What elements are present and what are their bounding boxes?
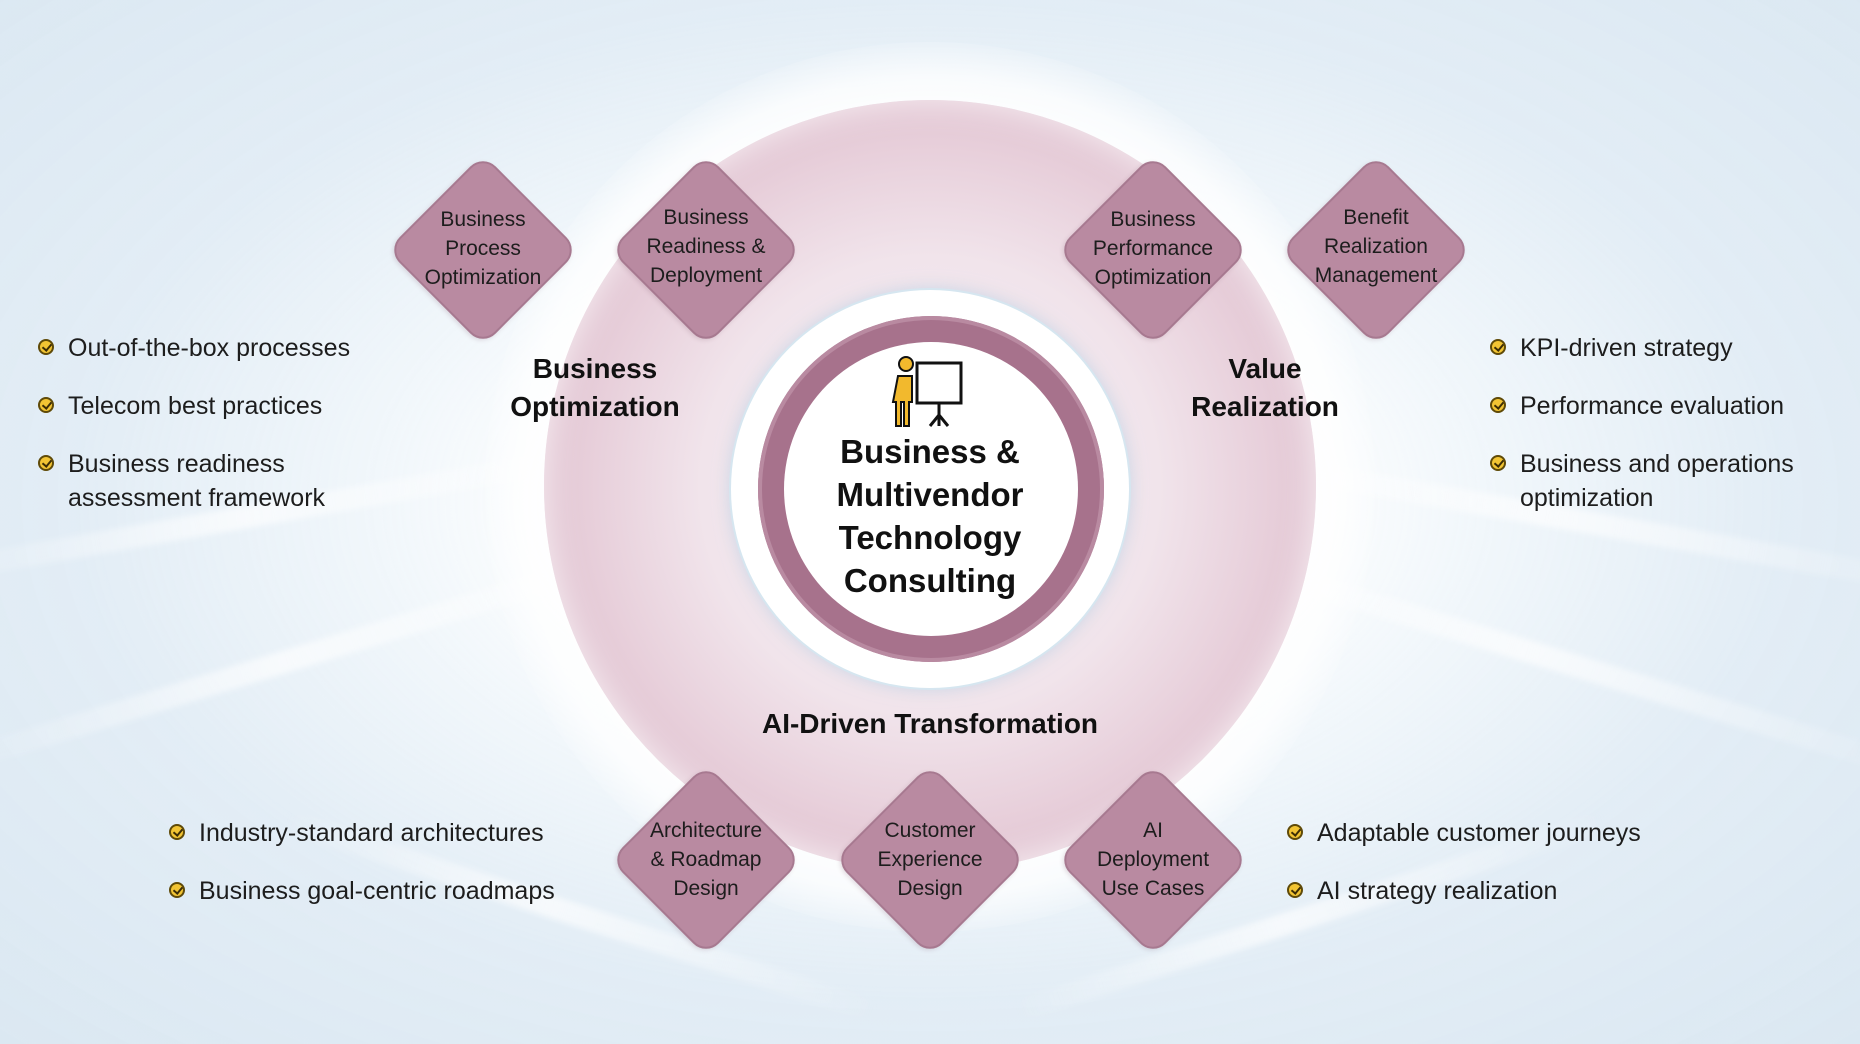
list-item: Performance evaluation xyxy=(1490,389,1840,423)
list-item: Business and operations optimization xyxy=(1490,447,1840,515)
list-item: Business readiness assessment framework xyxy=(38,447,428,515)
value-realization-bullets: KPI-driven strategy Performance evaluati… xyxy=(1490,331,1840,539)
benefit-realization-label: Benefit Realization Management xyxy=(1314,206,1438,287)
architecture-bullets: Industry-standard architectures Business… xyxy=(169,816,599,932)
center-disc xyxy=(784,342,1078,636)
check-circle-icon xyxy=(38,455,54,471)
check-circle-icon xyxy=(38,339,54,355)
list-item: Business goal-centric roadmaps xyxy=(169,874,599,908)
check-circle-icon xyxy=(169,824,185,840)
center-title: Business & Multivendor Technology Consul… xyxy=(836,433,1024,599)
list-item-text: KPI-driven strategy xyxy=(1520,334,1733,362)
business-performance-label: Business Performance Optimization xyxy=(1092,208,1214,289)
ai-deployment-label: AI Deployment Use Cases xyxy=(1096,819,1210,900)
business-optimization-bullets: Out-of-the-box processes Telecom best pr… xyxy=(38,331,428,539)
check-circle-icon xyxy=(1287,882,1303,898)
check-circle-icon xyxy=(1490,455,1506,471)
list-item-text: Performance evaluation xyxy=(1520,392,1785,420)
business-optimization-label: Business Optimization xyxy=(510,353,680,422)
check-circle-icon xyxy=(38,397,54,413)
list-item: Industry-standard architectures xyxy=(169,816,599,850)
customer-experience-label: Customer Experience Design xyxy=(877,819,983,900)
business-process-label: Business Process Optimization xyxy=(424,208,542,289)
ai-driven-transformation-label: AI-Driven Transformation xyxy=(761,708,1099,739)
list-item-text: Telecom best practices xyxy=(68,392,323,420)
architecture-roadmap-label: Architecture & Roadmap Design xyxy=(649,819,763,900)
business-readiness-label: Business Readiness & Deployment xyxy=(646,206,766,287)
list-item-text: Adaptable customer journeys xyxy=(1317,819,1641,847)
check-circle-icon xyxy=(1490,339,1506,355)
list-item-text: Business readiness assessment framework xyxy=(68,450,326,512)
value-realization-label: Value Realization xyxy=(1191,353,1339,422)
list-item-text: Industry-standard architectures xyxy=(199,819,544,847)
list-item-text: AI strategy realization xyxy=(1317,877,1558,905)
list-item-text: Out-of-the-box processes xyxy=(68,334,351,362)
check-circle-icon xyxy=(1490,397,1506,413)
check-circle-icon xyxy=(169,882,185,898)
presentation-icon xyxy=(890,356,970,432)
list-item: Adaptable customer journeys xyxy=(1287,816,1717,850)
list-item: Telecom best practices xyxy=(38,389,428,423)
list-item: Out-of-the-box processes xyxy=(38,331,428,365)
check-circle-icon xyxy=(1287,824,1303,840)
ai-transformation-bullets: Adaptable customer journeys AI strategy … xyxy=(1287,816,1717,932)
list-item: KPI-driven strategy xyxy=(1490,331,1840,365)
list-item-text: Business and operations optimization xyxy=(1520,450,1794,512)
list-item: AI strategy realization xyxy=(1287,874,1717,908)
list-item-text: Business goal-centric roadmaps xyxy=(199,877,555,905)
